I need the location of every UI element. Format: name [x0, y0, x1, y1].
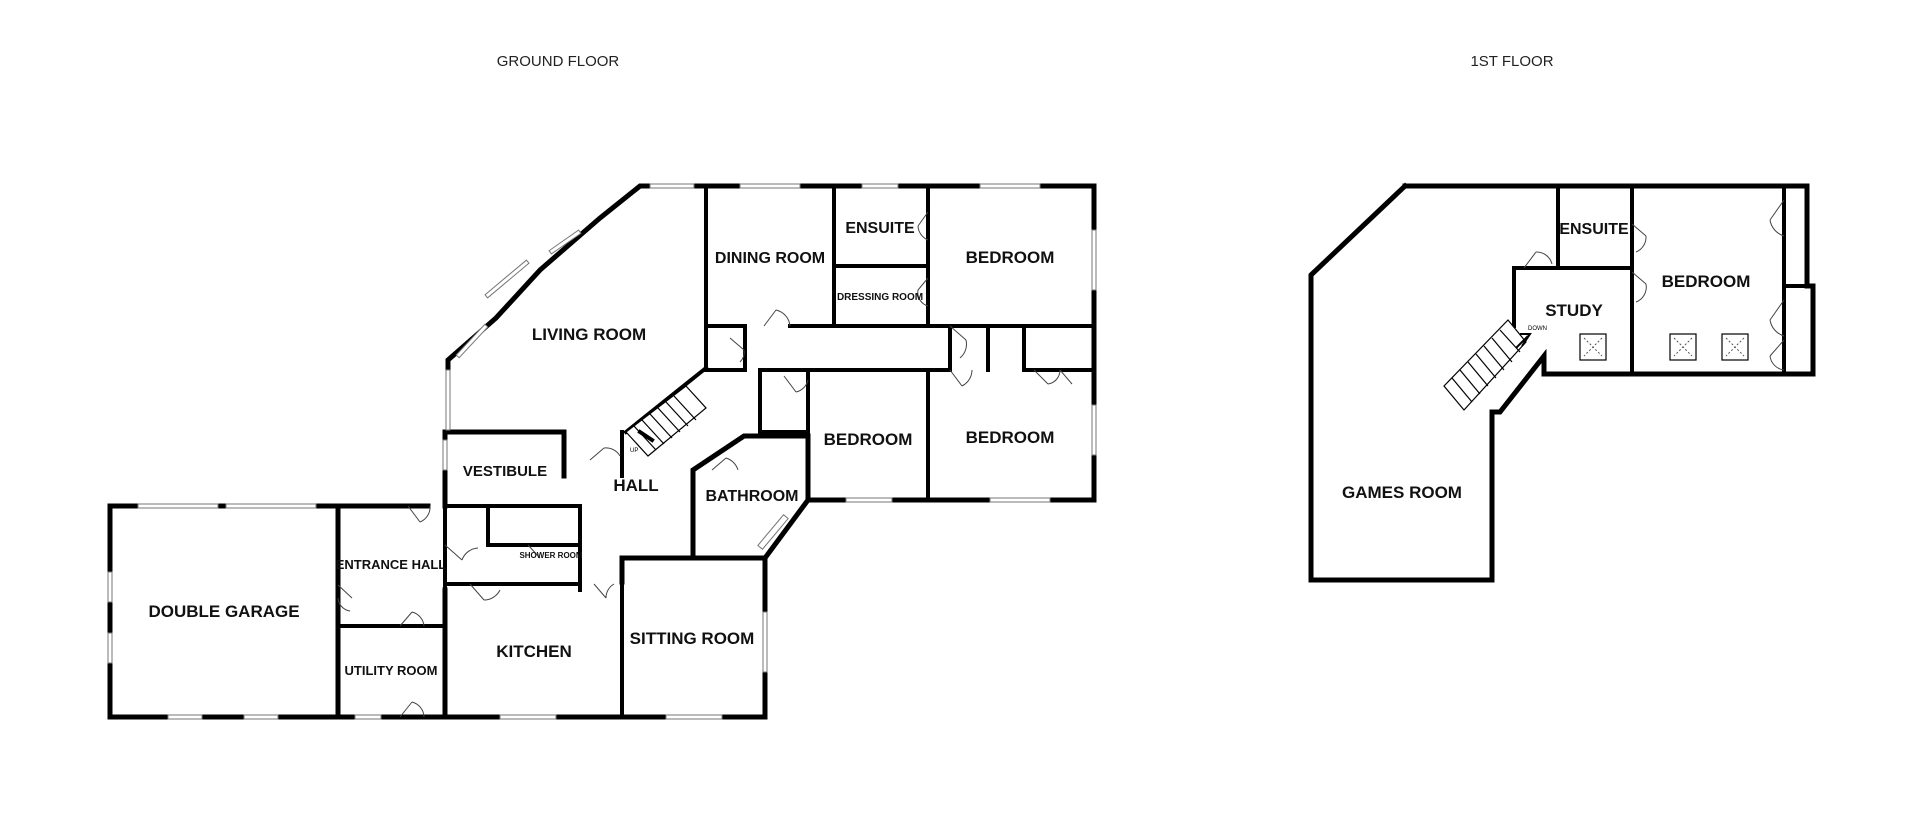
double-garage-walls: [107, 503, 341, 720]
first-floor-title: 1ST FLOOR: [1470, 53, 1553, 70]
room-label-double-garage: DOUBLE GARAGE: [148, 602, 299, 621]
ground-floor-title: GROUND FLOOR: [497, 53, 620, 70]
north-rooms-walls: [697, 183, 1097, 503]
room-label-living-room: LIVING ROOM: [532, 325, 646, 344]
skylight-icon: [1669, 333, 1697, 361]
room-label-games-room: GAMES ROOM: [1342, 483, 1462, 502]
kitchen-sitting-walls: [442, 555, 768, 720]
skylight-icon: [1721, 333, 1749, 361]
room-label-entrance-hall: ENTRANCE HALL: [336, 557, 447, 572]
skylight-icon: [1579, 333, 1607, 361]
room-label-utility-room: UTILITY ROOM: [345, 663, 438, 678]
room-label-hall: HALL: [613, 476, 658, 495]
first-floor-stairs: DOWN: [1443, 319, 1547, 411]
room-label-bedroom-east: BEDROOM: [966, 428, 1055, 447]
vestibule-shower-walls: [407, 429, 582, 592]
first-floor-walls: [1308, 182, 1816, 583]
room-label-dining-room: DINING ROOM: [715, 250, 825, 267]
ground-stairs: UP: [625, 385, 707, 457]
room-label-bedroom-first: BEDROOM: [1662, 272, 1751, 291]
room-label-ensuite-first: ENSUITE: [1559, 221, 1629, 238]
room-label-vestibule: VESTIBULE: [463, 463, 547, 480]
room-label-bedroom-north: BEDROOM: [966, 248, 1055, 267]
room-label-study: STUDY: [1545, 301, 1603, 320]
room-label-ensuite: ENSUITE: [845, 220, 915, 237]
skylights: [1579, 333, 1749, 361]
entrance-utility-walls: [335, 503, 449, 720]
hall-bathroom-walls: [690, 433, 811, 562]
first-floor-room-labels: GAMES ROOM STUDY ENSUITE BEDROOM: [1342, 221, 1750, 502]
ground-floor: GROUND FLOOR: [107, 53, 1097, 720]
room-label-sitting-room: SITTING ROOM: [630, 629, 755, 648]
room-label-dressing-room: DRESSING ROOM: [837, 292, 923, 303]
room-label-kitchen: KITCHEN: [496, 642, 572, 661]
ground-room-labels: DOUBLE GARAGE ENTRANCE HALL UTILITY ROOM…: [148, 220, 1054, 678]
room-label-bathroom: BATHROOM: [705, 488, 798, 505]
first-floor: 1ST FLOOR: [1308, 53, 1816, 583]
room-label-bedroom-middle: BEDROOM: [824, 430, 913, 449]
first-floor-stair-label: DOWN: [1528, 326, 1547, 332]
ground-stair-label: UP: [630, 448, 638, 454]
room-label-shower-room: SHOWER ROOM: [519, 551, 582, 560]
